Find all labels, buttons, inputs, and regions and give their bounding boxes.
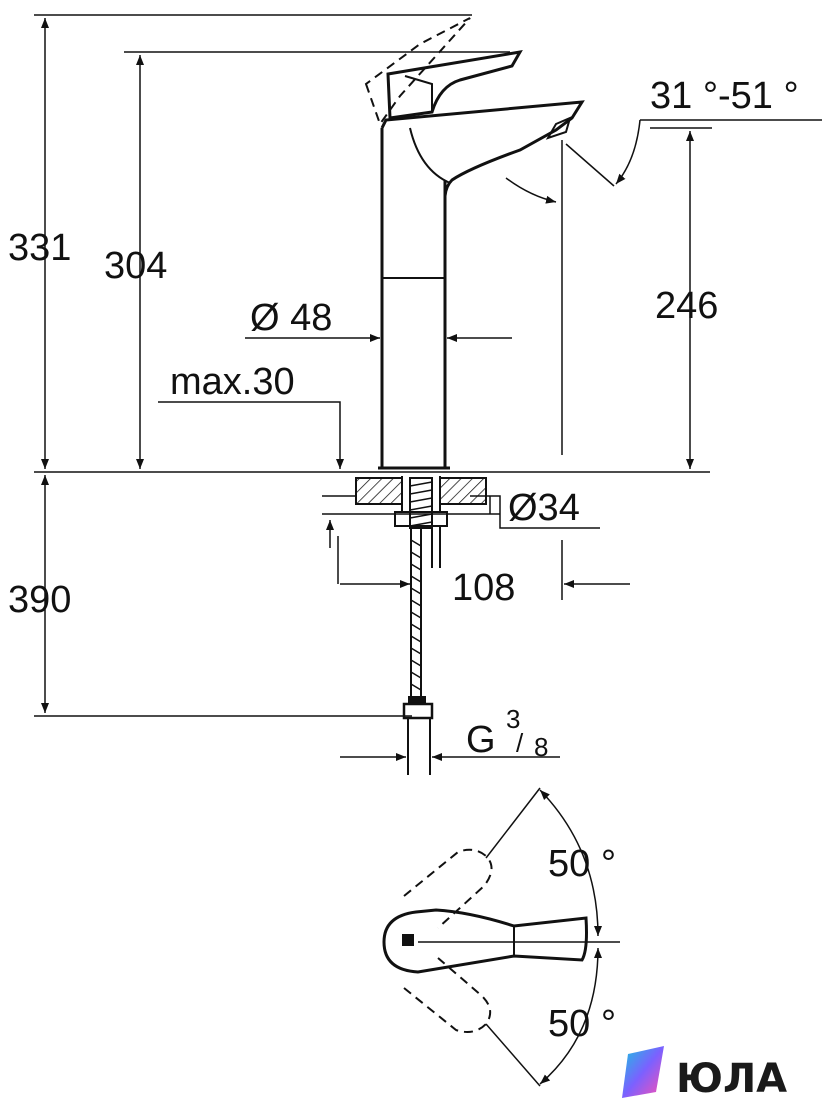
reference-lines [34,14,822,717]
dimension-label-max-30: max.30 [170,361,295,403]
yula-logo-icon [622,1046,664,1098]
dimension-hole-diameter: Ø34 [470,487,600,529]
dimension-jet-angle: 31 °-51 ° [505,75,799,204]
dimension-label-331: 331 [8,227,71,269]
fraction-slash: / [516,728,524,758]
flexible-hose [402,528,434,775]
dimension-label-angle-up: 50 ° [548,843,616,885]
brand-watermark: ЮЛА [622,1046,787,1100]
dimension-connection-thread: G 3 / 8 [340,704,560,762]
handle-top-view: 50 ° 50 ° [382,787,620,1087]
dimension-label-108: 108 [452,567,515,609]
dimension-label-g: G [466,719,496,761]
dimension-hose-length: 390 [8,475,71,713]
dimension-label-304: 304 [104,245,167,287]
dimension-label-denominator: 8 [534,732,548,762]
dimension-label-390: 390 [8,579,71,621]
dimension-label-246: 246 [655,285,718,327]
dimension-spout-top-height: 304 [104,55,167,469]
dimension-overall-height: 331 [8,18,71,469]
brand-name: ЮЛА [676,1056,787,1100]
dimension-label-numerator: 3 [506,704,520,734]
dimension-label-diameter-34: Ø34 [508,487,580,529]
dimension-label-diameter-48: Ø 48 [250,297,332,339]
dimension-projection: 108 [340,567,630,609]
dimension-max-deck: max.30 [158,361,344,469]
dimension-label-jet-angle: 31 °-51 ° [650,75,799,117]
dimension-label-angle-down: 50 ° [548,1003,616,1045]
dimension-outlet-height: 246 [655,131,718,469]
dimension-body-diameter: Ø 48 [245,297,512,342]
mounting-section [322,476,500,584]
faucet-body [364,17,585,470]
